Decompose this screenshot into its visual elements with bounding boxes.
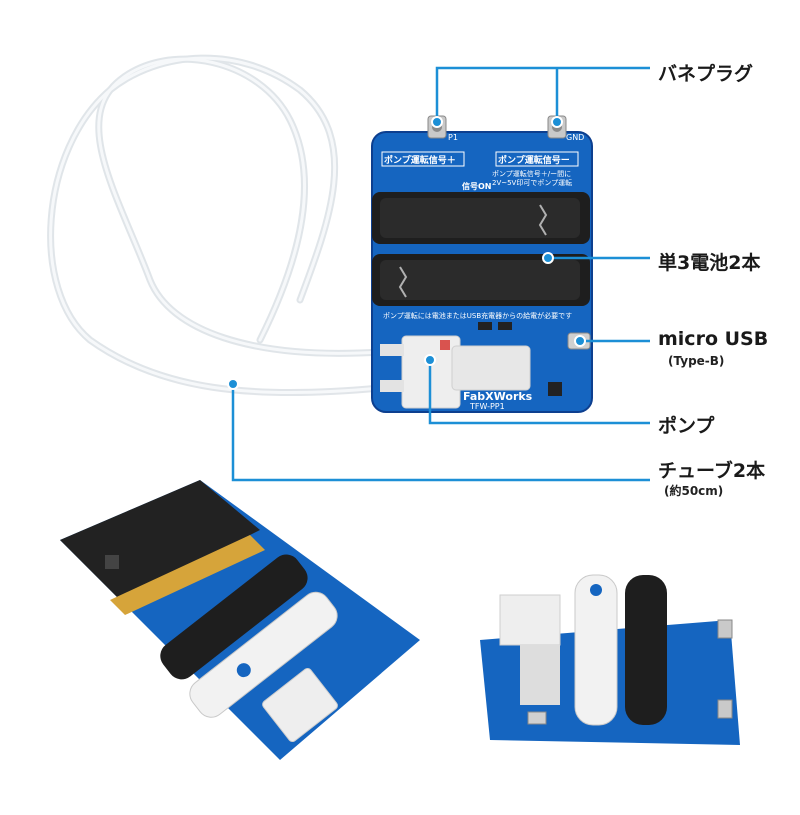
board-photo-left	[60, 480, 420, 760]
callout-micro-usb-type: (Type-B)	[668, 354, 725, 368]
pump-icon	[380, 335, 531, 409]
board-label-pump-plus: ポンプ運転信号＋	[384, 156, 456, 166]
callout-micro-usb: micro USB	[658, 328, 769, 350]
battery-icon	[372, 254, 590, 306]
main-board	[371, 115, 593, 413]
board-label-signal-on: 信号ON	[462, 182, 492, 191]
battery-icon	[372, 192, 590, 244]
callout-tube-length: (約50cm)	[664, 484, 724, 498]
board-label-note: ポンプ運転信号＋/ー間に 2V~5V印可でポンプ運転	[492, 170, 573, 187]
board-brand: FabXWorks	[463, 390, 533, 403]
board-photo-right	[480, 574, 740, 745]
callout-tubes: チューブ2本	[658, 460, 766, 482]
leader-lines	[231, 66, 650, 482]
callout-spring-plug: バネプラグ	[658, 63, 754, 85]
callout-batteries: 単3電池2本	[658, 252, 761, 274]
board-pin-p1: P1	[448, 133, 458, 142]
board-pin-gnd: GND	[566, 133, 585, 142]
callout-pump: ポンプ	[658, 415, 715, 437]
board-model: TFW-PP1	[470, 402, 505, 411]
board-label-power-note: ポンプ運転には電池またはUSB充電器からの給電が必要です	[383, 312, 573, 320]
board-label-pump-minus: ポンプ運転信号ー	[498, 156, 570, 166]
